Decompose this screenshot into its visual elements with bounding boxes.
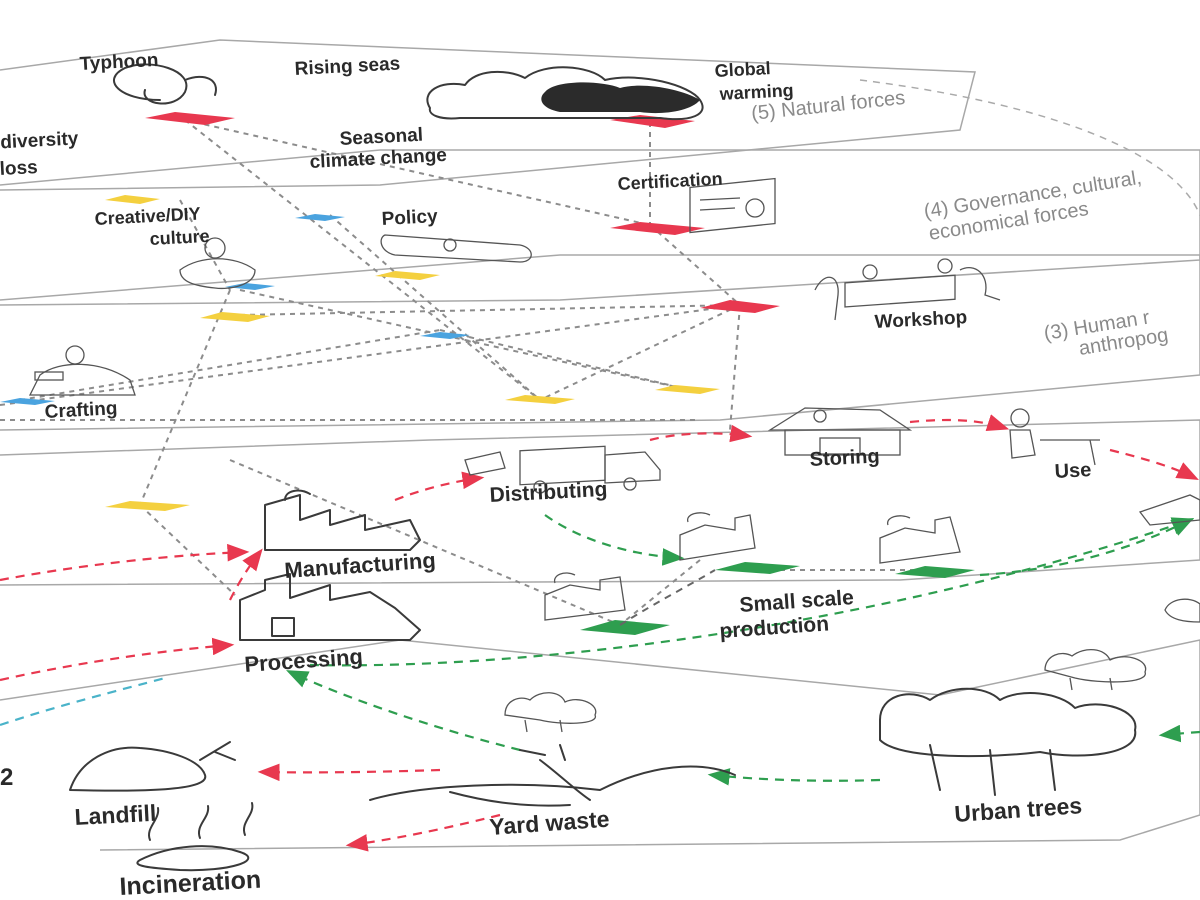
label-incineration: Incineration (119, 866, 262, 900)
label-workshop: Workshop (874, 307, 968, 333)
cyan-flow (0, 676, 166, 727)
cloud-icon (426, 66, 704, 121)
connector-lines (0, 119, 940, 626)
branches-icon (369, 744, 736, 807)
plane-governance (0, 149, 1200, 306)
small-factory-icon (879, 515, 961, 564)
warehouse-icon (767, 407, 913, 456)
layer-planes (0, 39, 1200, 851)
marker-blue (225, 283, 275, 290)
certificate-icon (689, 177, 776, 234)
label-seasonal-1: Seasonal (339, 125, 423, 150)
diy-figure-icon (179, 237, 256, 290)
label-creative-2: culture (149, 226, 210, 249)
green-flows (286, 514, 1200, 786)
label-rising-seas: Rising seas (294, 53, 401, 79)
labels: Typhoon Rising seas Global warming Biodi… (0, 50, 1170, 900)
marker-red (610, 115, 695, 128)
marker-yellow (200, 312, 270, 322)
label-layer-number: 2 (0, 764, 13, 791)
plane-natural (0, 39, 976, 191)
person-seated-icon (1009, 408, 1100, 466)
marker-red (700, 300, 780, 313)
label-urban-trees: Urban trees (954, 792, 1083, 827)
typhoon-icon (113, 63, 217, 105)
marker-yellow (105, 195, 160, 204)
marker-yellow (375, 271, 440, 280)
crafting-icon (28, 345, 136, 396)
label-global-warming-1: Global (714, 58, 771, 81)
small-trees-icon (1044, 649, 1147, 691)
incineration-icon (136, 802, 254, 872)
label-small-scale-2: production (719, 612, 830, 643)
label-storing: Storing (809, 445, 880, 471)
label-biodiversity-1: Biodiversity (0, 128, 79, 155)
label-biodiversity-2: loss (0, 157, 38, 180)
plane-production (0, 419, 1200, 586)
marker-yellow (655, 385, 720, 394)
label-global-warming-2: warming (718, 80, 794, 104)
label-policy: Policy (381, 206, 438, 230)
policy-scroll-icon (380, 234, 532, 263)
marker-blue (420, 332, 470, 339)
building-partial-icon (1138, 494, 1200, 526)
factory-icon (264, 489, 421, 551)
label-typhoon: Typhoon (79, 50, 159, 75)
label-landfill: Landfill (74, 800, 157, 830)
truck-icon (464, 445, 661, 494)
grey-flow (619, 569, 716, 626)
label-crafting: Crafting (44, 398, 118, 423)
marker-blue (295, 214, 345, 221)
label-processing: Processing (244, 644, 364, 677)
red-flows (0, 414, 1199, 852)
label-creative-1: Creative/DIY (94, 203, 201, 229)
curved-connector (859, 79, 1200, 260)
marker-green (895, 566, 975, 578)
label-certification: Certification (617, 169, 723, 194)
urban-trees-icon (879, 687, 1137, 796)
plane-human (0, 254, 1200, 431)
workshop-icon (814, 258, 1001, 321)
markers (0, 112, 975, 635)
processing-plant-icon (239, 573, 421, 641)
marker-red (610, 222, 705, 235)
landfill-icon (69, 741, 236, 792)
label-seasonal-2: climate change (309, 145, 447, 173)
marker-red (145, 112, 235, 125)
label-use: Use (1054, 459, 1092, 483)
label-manufacturing: Manufacturing (284, 547, 437, 583)
marker-yellow (105, 501, 190, 511)
small-factory-icon (544, 572, 626, 621)
marker-green (580, 620, 670, 635)
marker-blue (0, 398, 55, 405)
label-yard-waste: Yard waste (489, 806, 611, 840)
small-factory-icon (679, 512, 756, 561)
marker-green (715, 562, 800, 574)
label-distributing: Distributing (489, 478, 608, 507)
small-trees-icon (504, 692, 597, 733)
marker-yellow (505, 395, 575, 404)
small-trees-icon (1164, 598, 1200, 623)
